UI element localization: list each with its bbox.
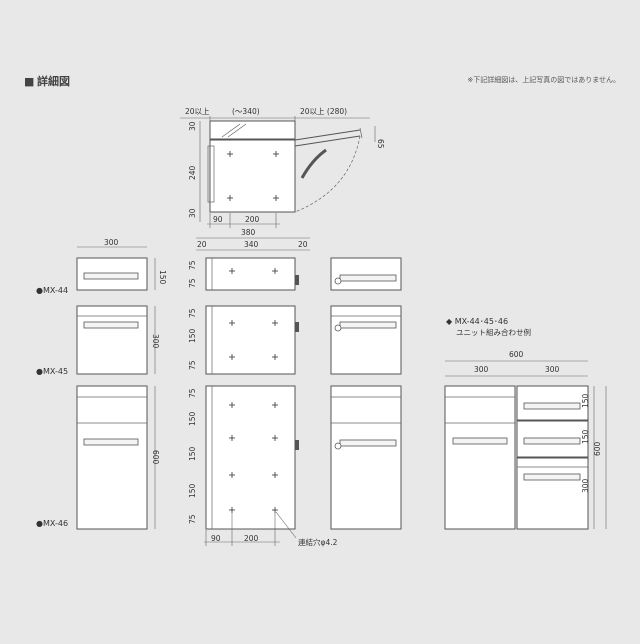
flap-swing-arc <box>294 135 361 213</box>
dim-mx45-v1: 75 <box>188 308 197 318</box>
top-view: 20以上 (〜340) 20以上 (280) 65 30 240 30 <box>180 107 385 228</box>
side-views: 380 20 340 20 75 75 75 150 75 <box>188 228 338 547</box>
mx45-mail-slot <box>83 321 139 329</box>
dim-hole-spacing: 200 <box>245 215 260 224</box>
dim-mx46-height: 600 <box>151 450 160 465</box>
dim-mx44-height: 150 <box>158 270 167 285</box>
dim-flap-height: 65 <box>376 139 385 149</box>
mx44-mail-slot <box>83 272 139 280</box>
combo-right-unit-3 <box>516 457 589 530</box>
mx46-mail-slot <box>83 438 139 446</box>
dim-combo-total: 600 <box>509 350 524 359</box>
back-views <box>330 257 402 530</box>
mx46-front <box>76 385 148 530</box>
combo-left-slot <box>452 437 508 445</box>
dim-combo-left: 300 <box>474 365 489 374</box>
dim-mx45-height: 300 <box>151 334 160 349</box>
dim-mx46-v5: 75 <box>188 514 197 524</box>
dim-side-part-right: 20 <box>298 240 308 249</box>
model-label-mx46: ●MX-46 <box>36 519 68 528</box>
mx45-back <box>330 305 402 375</box>
model-label-mx44: ●MX-44 <box>36 286 68 295</box>
lock-icon <box>334 277 342 285</box>
hinge-mark <box>295 275 299 285</box>
combination-example: ◆ MX-44･45･46 ユニット組み合わせ例 600 300 300 150… <box>444 317 607 530</box>
dim-side-bottom-offset: 90 <box>211 534 221 543</box>
combo-right-slot-1 <box>523 402 581 410</box>
dim-mx44-v2: 75 <box>188 278 197 288</box>
dim-side-part-left: 20 <box>197 240 207 249</box>
dim-front-width: 300 <box>104 238 119 247</box>
section-title-mark: ■ <box>24 75 34 88</box>
section-title: 詳細図 <box>37 74 70 88</box>
dim-combo-right: 300 <box>545 365 560 374</box>
mx45-front <box>76 305 148 375</box>
lid-line <box>221 123 241 138</box>
combo-right-slot-2 <box>523 437 581 445</box>
dim-mx44-v1: 75 <box>188 260 197 270</box>
dim-combo-right-1: 150 <box>581 393 590 408</box>
front-views: 300 150 300 600 <box>76 238 167 530</box>
mx46-back-slot <box>339 439 397 447</box>
mx45-side <box>205 305 296 375</box>
dim-combo-height: 600 <box>593 441 602 456</box>
dim-side-bottom-spacing: 200 <box>244 534 259 543</box>
dim-hole-offset: 90 <box>213 215 223 224</box>
open-flap <box>294 135 361 147</box>
dim-side-part-mid: 340 <box>244 240 259 249</box>
hole-leader <box>275 511 297 539</box>
mx44-back <box>330 257 402 291</box>
open-flap <box>294 129 361 141</box>
dim-mx46-v4: 150 <box>188 483 197 498</box>
dim-combo-right-3: 300 <box>581 478 590 493</box>
lock-icon <box>334 442 342 450</box>
dim-clearance-left: 20以上 <box>185 107 210 116</box>
dim-mx46-v3: 150 <box>188 446 197 461</box>
mx44-back-slot <box>339 274 397 282</box>
combo-title: ◆ MX-44･45･46 <box>446 317 508 326</box>
top-view-body <box>209 139 296 213</box>
mx46-back <box>330 385 402 530</box>
lid-line <box>227 123 247 138</box>
handle <box>300 148 327 179</box>
dim-mx46-v2: 150 <box>188 411 197 426</box>
dim-mx45-v3: 75 <box>188 360 197 370</box>
mx46-side <box>205 385 296 530</box>
drawing-note: ※下記詳細図は、上記写真の図ではありません。 <box>467 75 620 84</box>
dim-side-total: 380 <box>241 228 256 237</box>
hinge-mark <box>295 440 299 450</box>
combo-left-unit <box>444 385 516 530</box>
dim-combo-right-2: 150 <box>581 429 590 444</box>
combo-subtitle: ユニット組み合わせ例 <box>456 327 531 337</box>
mx44-side <box>205 257 296 291</box>
dim-clearance-right: 20以上 (280) <box>300 107 347 116</box>
dim-bottom-margin: 30 <box>188 208 197 218</box>
lock-icon <box>334 324 342 332</box>
hole-label: 連結穴φ4.2 <box>298 537 338 547</box>
door-edge <box>207 145 215 203</box>
dim-depth-approx: (〜340) <box>232 107 260 116</box>
dim-mx46-v1: 75 <box>188 388 197 398</box>
mx45-back-slot <box>339 321 397 329</box>
combo-right-slot-3 <box>523 473 581 481</box>
dim-top-margin: 30 <box>188 121 197 131</box>
dim-mx45-v2: 150 <box>188 328 197 343</box>
model-label-mx45: ●MX-45 <box>36 367 68 376</box>
dim-depth: 240 <box>188 165 197 180</box>
flap-end <box>359 127 363 139</box>
hinge-mark <box>295 322 299 332</box>
